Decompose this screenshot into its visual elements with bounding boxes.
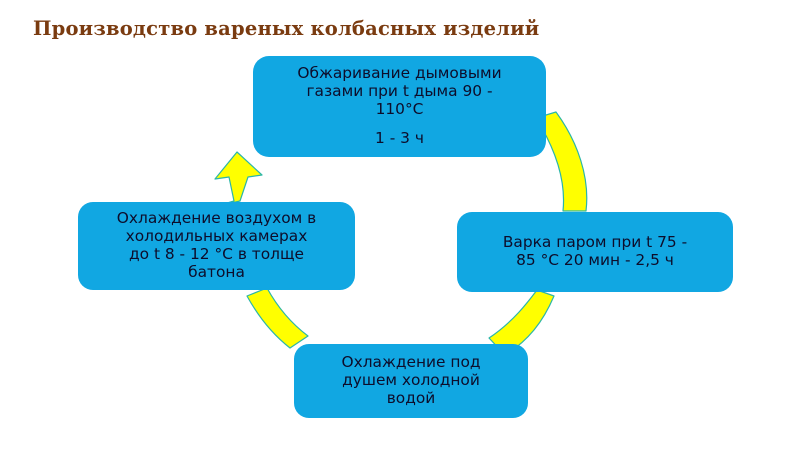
- node-shower-cooling-line-3: водой: [386, 388, 436, 407]
- arrow-air-cooling-to-roasting: [213, 151, 263, 208]
- page-title: Производство вареных колбасных изделий: [33, 17, 540, 40]
- node-shower-cooling-line-2: душем холодной: [342, 371, 480, 390]
- arrow-boiling-to-shower-cooling: [488, 289, 555, 356]
- node-shower-cooling-line-1: Охлаждение под: [341, 353, 481, 372]
- node-roasting-line-3: 110°C: [375, 100, 424, 118]
- node-air-cooling-line-1: Охлаждение воздухом в: [116, 209, 317, 228]
- node-air-cooling-line-4: батона: [188, 262, 245, 281]
- arrow-shower-cooling-to-air-cooling: [246, 287, 309, 349]
- node-air-cooling-line-3: до t 8 - 12 °С в толще: [129, 245, 304, 263]
- cycle-node-boiling[interactable]: Варка паром при t 75 - 85 °С 20 мин - 2,…: [457, 212, 733, 292]
- node-boiling-line-2: 85 °С 20 мин - 2,5 ч: [516, 251, 674, 269]
- node-roasting-line-1: Обжаривание дымовыми: [297, 64, 502, 83]
- arrow-roasting-to-boiling: [535, 111, 588, 212]
- cycle-node-roasting[interactable]: Обжаривание дымовыми газами при t дыма 9…: [253, 56, 546, 157]
- node-roasting-line-4: 1 - 3 ч: [375, 128, 424, 147]
- node-roasting-line-2: газами при t дыма 90 -: [306, 82, 493, 101]
- node-air-cooling-line-2: холодильных камерах: [125, 227, 308, 246]
- cycle-node-shower-cooling[interactable]: Охлаждение под душем холодной водой: [294, 344, 528, 418]
- node-boiling-line-1: Варка паром при t 75 -: [502, 233, 688, 252]
- cycle-node-air-cooling[interactable]: Охлаждение воздухом в холодильных камера…: [78, 202, 355, 290]
